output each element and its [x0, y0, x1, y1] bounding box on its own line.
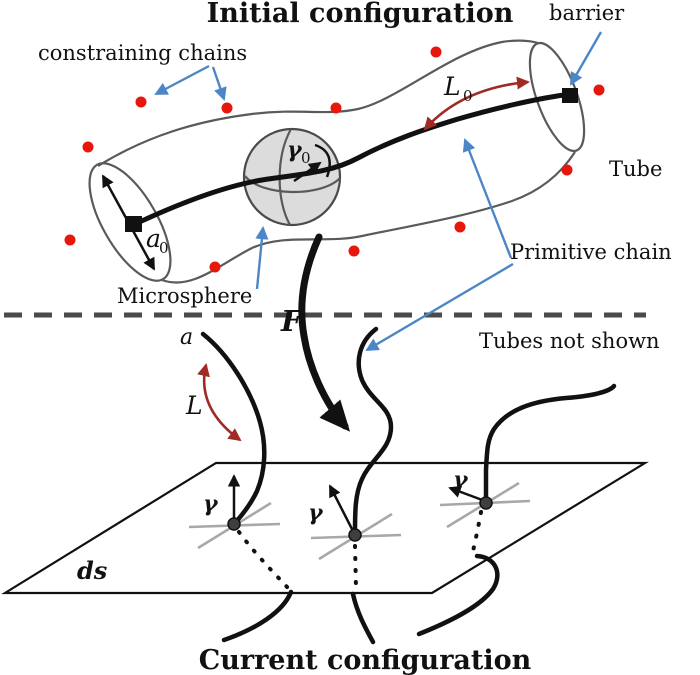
chain-tail-2 — [350, 591, 376, 645]
gamma1-symbol: γ — [203, 491, 219, 517]
hidden-chain-segment-2 — [353, 544, 358, 590]
force-arrow-F — [298, 233, 351, 432]
constraining-chain-dot — [135, 96, 147, 108]
primitive-chain-label: Primitive chain — [510, 240, 672, 264]
tube-top-edge — [97, 39, 539, 167]
gamma2-arrow — [328, 484, 356, 534]
gamma0-symbol: γ — [287, 137, 303, 163]
chain-tail-3 — [416, 553, 500, 637]
constraining-chain-dots — [64, 46, 605, 273]
tubes-not-shown-label: Tubes not shown — [479, 329, 660, 353]
a0-symbol: a — [146, 224, 161, 253]
current-configuration-group — [1, 326, 649, 645]
hidden-chain-segment-1 — [237, 530, 290, 590]
contour-length-arrow-L0 — [423, 76, 530, 131]
constraining-chains-pointer-arrow-1 — [154, 64, 210, 96]
constraining-chain-dot — [82, 141, 94, 153]
hidden-chain-segment-3 — [471, 510, 483, 553]
force-symbol-F: F — [280, 304, 304, 338]
gamma0-angle-arc — [314, 143, 331, 178]
barrier-square-left — [125, 216, 142, 232]
barrier-pointer-arrow — [569, 31, 603, 86]
constraining-chains-pointer-arrow-2 — [211, 66, 227, 101]
gamma0-arrow — [293, 161, 322, 183]
tube-segment-arrow-L — [197, 363, 242, 442]
barrier-square-right — [562, 88, 578, 103]
tube-label: Tube — [609, 157, 662, 181]
gamma3-arrow — [448, 485, 486, 503]
top-title: Initial configuration — [207, 0, 514, 29]
constraining-chain-dot — [221, 102, 233, 114]
constraining-chain-dot — [64, 234, 76, 246]
current-chain-3 — [483, 383, 617, 503]
constraining-chain-dot — [454, 221, 466, 233]
slip-link-dot-1 — [227, 517, 241, 531]
a-symbol: a — [180, 325, 193, 350]
L0-symbol: L — [443, 72, 461, 101]
tube-bottom-edge — [161, 151, 576, 284]
bottom-title: Current configuration — [199, 645, 532, 675]
constraining-chain-dot — [330, 102, 342, 114]
initial-configuration-group — [88, 39, 586, 284]
barrier-label: barrier — [549, 1, 625, 25]
L-symbol: L — [185, 391, 203, 420]
microsphere-pointer-arrow — [255, 226, 269, 290]
gamma2-symbol: γ — [308, 500, 324, 526]
primitive-chain-pointer-arrow-up — [462, 138, 513, 259]
constraining-chain-dot — [348, 245, 360, 257]
constraining-chains-label: constraining chains — [38, 41, 247, 65]
slip-link-dot-3 — [479, 496, 493, 510]
L0-subscript: 0 — [463, 87, 473, 105]
current-chain-2 — [352, 326, 394, 536]
ds-symbol: ds — [77, 556, 108, 585]
chain-tail-1 — [221, 589, 294, 643]
constraining-chain-dot — [593, 84, 605, 96]
primitive-chain-pointer-arrow-down — [365, 262, 514, 352]
gamma3-symbol: γ — [453, 467, 469, 493]
microsphere-label: Microsphere — [117, 284, 252, 308]
gamma0-subscript: 0 — [301, 149, 311, 167]
a0-subscript: 0 — [159, 239, 169, 257]
constraining-chain-dot — [561, 164, 573, 176]
slip-link-dot-2 — [348, 528, 362, 542]
constraining-chain-dot — [430, 46, 442, 58]
constraining-chain-dot — [209, 261, 221, 273]
